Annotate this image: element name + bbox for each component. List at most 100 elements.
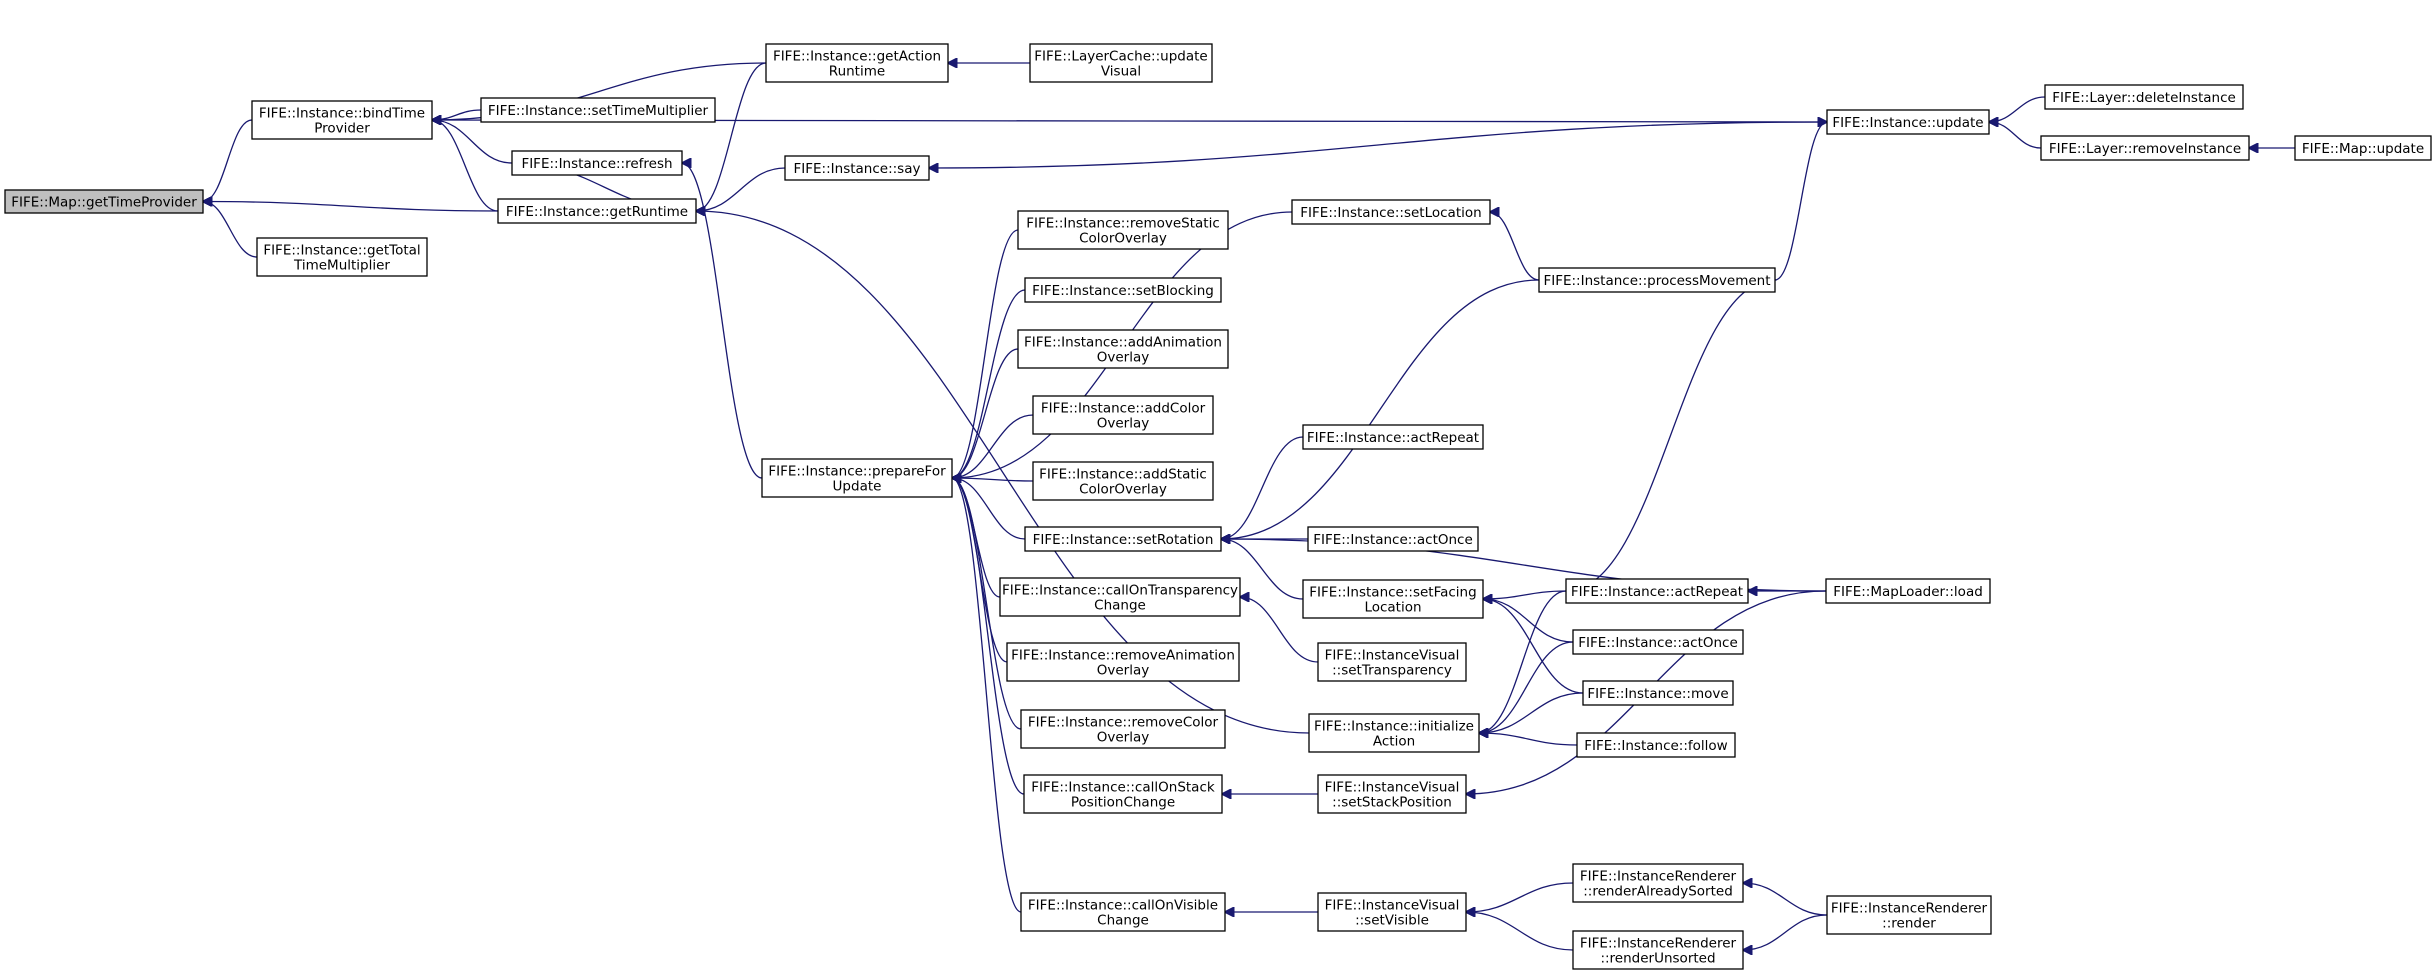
call-edge-inst_removeStaticColorOverlay-to-inst_prepareForUpdate [952,229,1019,478]
node-box [1565,578,1749,604]
node-inst_update[interactable]: FIFE::Instance::update [1826,109,1990,135]
node-label-line: FIFE::Layer::deleteInstance [2052,90,2236,106]
node-box [1024,526,1222,552]
call-edges [203,63,2295,950]
node-map_update[interactable]: FIFE::Map::update [2294,135,2432,161]
node-inst_setRotation[interactable]: FIFE::Instance::setRotation [1024,526,1222,552]
node-box [1020,709,1226,749]
node-label-line: FIFE::Instance::setBlocking [1032,283,1214,299]
node-inst_refresh[interactable]: FIFE::Instance::refresh [511,150,683,176]
node-box [1017,329,1229,369]
node-label-line: FIFE::Instance::callOnVisible [1028,898,1218,914]
call-edge-inst_setRotation-to-inst_prepareForUpdate [952,478,1026,540]
call-edge-inst_actRepeat_b-to-inst_processMovement [1565,280,1775,592]
call-edge-inst_actOnce_b-to-inst_setFacingLocation [1483,599,1574,643]
call-edge-inst_processMovement-to-inst_update [1774,122,1827,281]
node-box [1576,732,1736,758]
node-box [1302,579,1484,619]
node-inst_actOnce_b[interactable]: FIFE::Instance::actOnce [1572,629,1744,655]
node-inst_actRepeat_b[interactable]: FIFE::Instance::actRepeat [1565,578,1749,604]
node-instrenderer_render[interactable]: FIFE::InstanceRenderer::render [1826,895,1992,935]
call-edge-inst_setBlocking-to-inst_prepareForUpdate [952,289,1026,478]
node-instrenderer_renderAlreadySorted[interactable]: FIFE::InstanceRenderer::renderAlreadySor… [1572,863,1744,903]
node-inst_callOnStackPositionChange[interactable]: FIFE::Instance::callOnStackPositionChang… [1023,774,1223,814]
node-label-line: Provider [314,121,370,137]
node-instrenderer_renderUnsorted[interactable]: FIFE::InstanceRenderer::renderUnsorted [1572,930,1744,970]
node-box [1572,930,1744,970]
node-label-line: ::renderUnsorted [1600,951,1715,967]
node-inst_processMovement[interactable]: FIFE::Instance::processMovement [1538,267,1776,293]
node-inst_getRuntime[interactable]: FIFE::Instance::getRuntime [497,198,697,224]
node-inst_actOnce_a[interactable]: FIFE::Instance::actOnce [1307,526,1479,552]
call-edge-inst_processMovement-to-inst_setLocation [1490,212,1540,281]
node-inst_say[interactable]: FIFE::Instance::say [784,155,930,181]
call-nodes: FIFE::Map::getTimeProviderFIFE::Instance… [4,43,2432,970]
node-box [1023,774,1223,814]
node-label-line: FIFE::Map::getTimeProvider [11,195,197,211]
node-box [251,100,433,140]
node-layer_removeInstance[interactable]: FIFE::Layer::removeInstance [2040,135,2250,161]
call-edge-instvis_setTransparency-to-inst_callOnTransparencyChange [1240,597,1319,663]
node-box [4,189,204,214]
call-edge-inst_getActionRuntime-to-inst_getRuntime [696,62,767,211]
node-label-line: FIFE::Instance::removeStatic [1026,216,1220,232]
node-label-line: Runtime [829,64,885,80]
node-label-line: FIFE::Map::update [2302,141,2424,157]
call-edge-inst_callOnVisibleChange-to-inst_prepareForUpdate [952,478,1022,913]
node-label-line: ::setStackPosition [1332,795,1452,811]
node-inst_setBlocking[interactable]: FIFE::Instance::setBlocking [1024,277,1222,303]
node-box [1317,642,1467,682]
node-label-line: FIFE::InstanceRenderer [1580,936,1737,952]
node-label-line: PositionChange [1071,795,1175,811]
node-maploader_load[interactable]: FIFE::MapLoader::load [1825,578,1991,604]
node-label-line: FIFE::Instance::setTimeMultiplier [488,103,709,119]
node-label-line: FIFE::Instance::actRepeat [1571,584,1743,600]
node-label-line: Change [1094,598,1146,614]
node-instvis_setVisible[interactable]: FIFE::InstanceVisual::setVisible [1317,892,1467,932]
node-inst_follow[interactable]: FIFE::Instance::follow [1576,732,1736,758]
call-edge-inst_callOnStackPositionChange-to-inst_prepareForUpdate [952,478,1025,795]
node-layer_deleteInstance[interactable]: FIFE::Layer::deleteInstance [2044,84,2244,110]
node-label-line: FIFE::Instance::callOnTransparency [1002,583,1238,599]
node-label-line: FIFE::Instance::removeColor [1028,715,1219,731]
node-label-line: FIFE::Instance::update [1832,115,1983,131]
node-label-line: FIFE::InstanceVisual [1325,898,1460,914]
node-inst_actRepeat_a[interactable]: FIFE::Instance::actRepeat [1302,424,1484,450]
node-box [1572,629,1744,655]
node-map_getTimeProvider[interactable]: FIFE::Map::getTimeProvider [4,189,204,214]
node-instvis_setStackPosition[interactable]: FIFE::InstanceVisual::setStackPosition [1317,774,1467,814]
node-label-line: FIFE::Instance::move [1587,686,1728,702]
call-edge-inst_actRepeat_a-to-inst_setRotation [1221,436,1304,539]
node-label-line: FIFE::Instance::setRotation [1033,532,1214,548]
node-label-line: FIFE::LayerCache::update [1034,49,1207,65]
node-label-line: FIFE::MapLoader::load [1833,584,1983,600]
node-label-line: FIFE::Instance::initialize [1314,719,1474,735]
node-label-line: Overlay [1097,663,1149,679]
node-inst_setTimeMultiplier[interactable]: FIFE::Instance::setTimeMultiplier [480,97,716,123]
node-inst_setLocation[interactable]: FIFE::Instance::setLocation [1291,199,1491,225]
node-inst_move[interactable]: FIFE::Instance::move [1582,680,1734,706]
node-label-line: Overlay [1097,730,1149,746]
node-box [1029,43,1213,83]
node-box [1317,892,1467,932]
node-instvis_setTransparency[interactable]: FIFE::InstanceVisual::setTransparency [1317,642,1467,682]
call-edge-inst_follow-to-inst_initializeAction [1479,733,1578,746]
node-box [1572,863,1744,903]
node-box [256,237,428,277]
call-edge-inst_addColorOverlay-to-inst_prepareForUpdate [952,414,1034,478]
